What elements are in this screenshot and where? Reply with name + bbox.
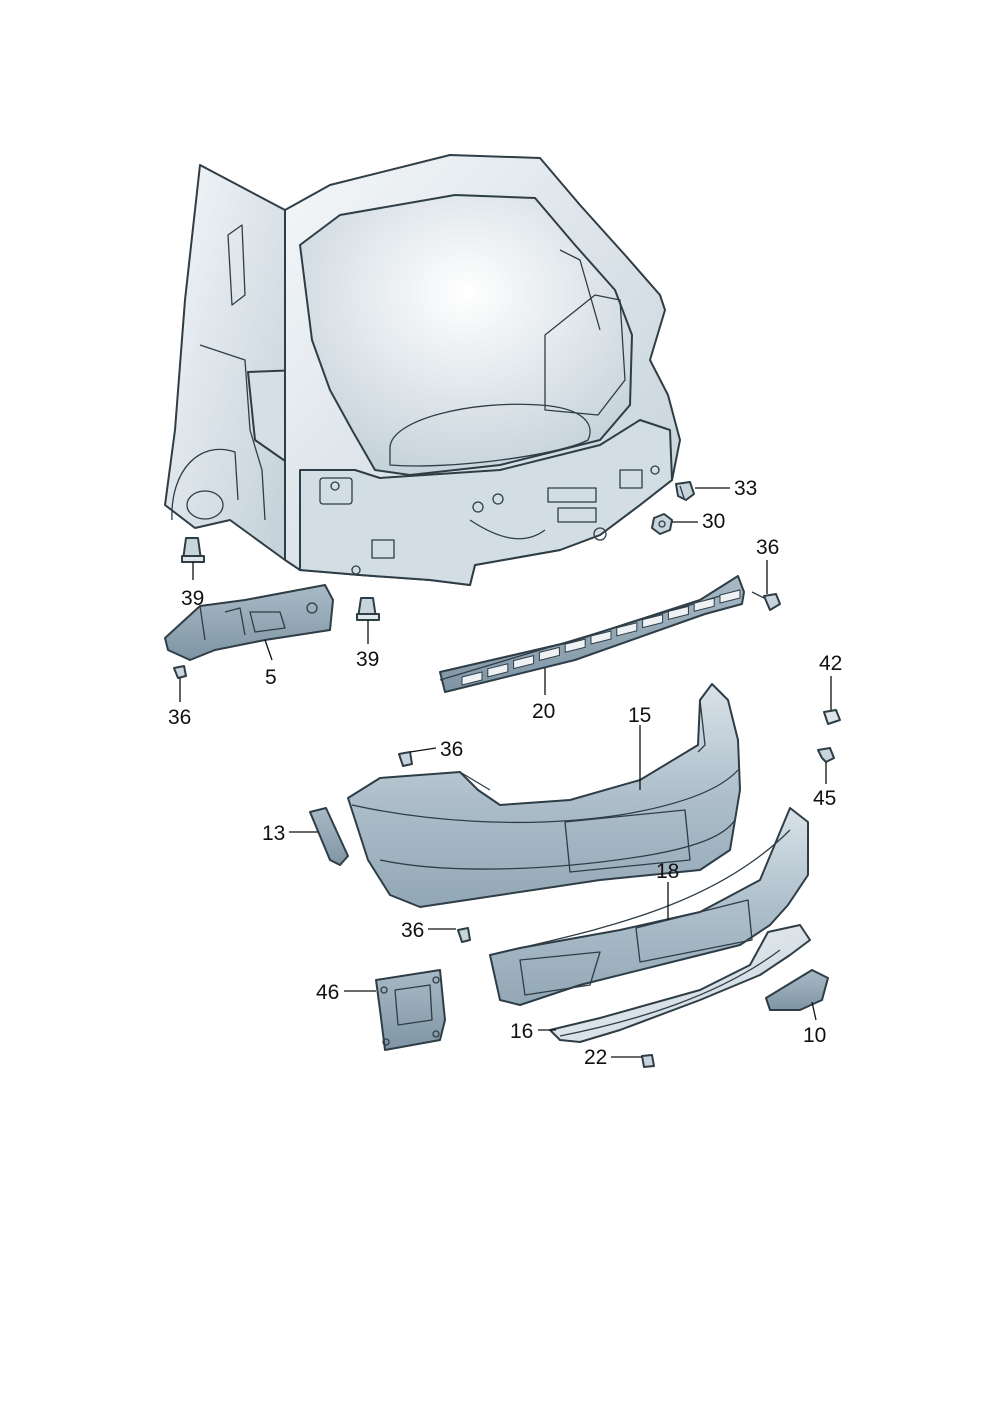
callout-45: 45 <box>813 787 836 810</box>
mount-bracket-46 <box>375 969 446 1051</box>
rail-slot <box>667 605 689 621</box>
callout-39-left: 39 <box>181 587 204 610</box>
callout-16: 16 <box>510 1020 533 1043</box>
clip-39-right <box>356 597 380 621</box>
callout-10: 10 <box>803 1024 826 1047</box>
rail-slot <box>461 671 483 686</box>
rail-slot <box>538 646 560 662</box>
rail-slot <box>719 589 741 604</box>
bumper-cover-15 <box>347 683 741 908</box>
bumper-bracket-5 <box>164 584 334 661</box>
trim-piece-10 <box>765 969 829 1011</box>
screw-36-top <box>398 751 413 767</box>
clip-33 <box>675 481 695 501</box>
callout-5: 5 <box>265 666 277 689</box>
car-rear-body <box>164 154 681 586</box>
rail-slot <box>616 622 638 637</box>
rail-slot-group <box>461 589 741 686</box>
callout-36-bottom: 36 <box>401 919 424 942</box>
callout-33: 33 <box>734 477 757 500</box>
callout-20: 20 <box>532 700 555 723</box>
clip-22 <box>641 1054 655 1068</box>
rail-slot <box>642 613 664 629</box>
callout-18: 18 <box>656 860 679 883</box>
clip-39-left <box>181 537 205 563</box>
callout-30: 30 <box>702 510 725 533</box>
callout-42: 42 <box>819 652 842 675</box>
callout-15: 15 <box>628 704 651 727</box>
callout-46: 46 <box>316 981 339 1004</box>
callout-36-rail: 36 <box>756 536 779 559</box>
screw-36-rail <box>751 591 781 611</box>
rail-slot <box>693 597 715 612</box>
callout-labels: 33 30 36 39 39 5 36 20 42 15 36 45 13 18… <box>168 477 842 1069</box>
spacer-42 <box>823 709 841 725</box>
trim-cap-13 <box>309 807 349 866</box>
diffuser-16 <box>549 924 811 1043</box>
impact-rail-20 <box>439 575 745 693</box>
rail-slot <box>590 630 612 645</box>
rail-slot <box>564 638 586 653</box>
callout-36-top: 36 <box>440 738 463 761</box>
nut-30 <box>651 513 673 535</box>
rail-slot <box>487 663 509 678</box>
lower-spoiler-18 <box>489 807 809 1006</box>
leader-lines <box>179 487 832 1058</box>
callout-39-right: 39 <box>356 648 379 671</box>
callout-22: 22 <box>584 1046 607 1069</box>
callout-13: 13 <box>262 822 285 845</box>
rail-slot <box>513 654 535 670</box>
screw-36-bracket <box>173 665 187 679</box>
clip-45 <box>817 747 835 763</box>
callout-36-bracket: 36 <box>168 706 191 729</box>
screw-36-bottom <box>457 927 471 943</box>
